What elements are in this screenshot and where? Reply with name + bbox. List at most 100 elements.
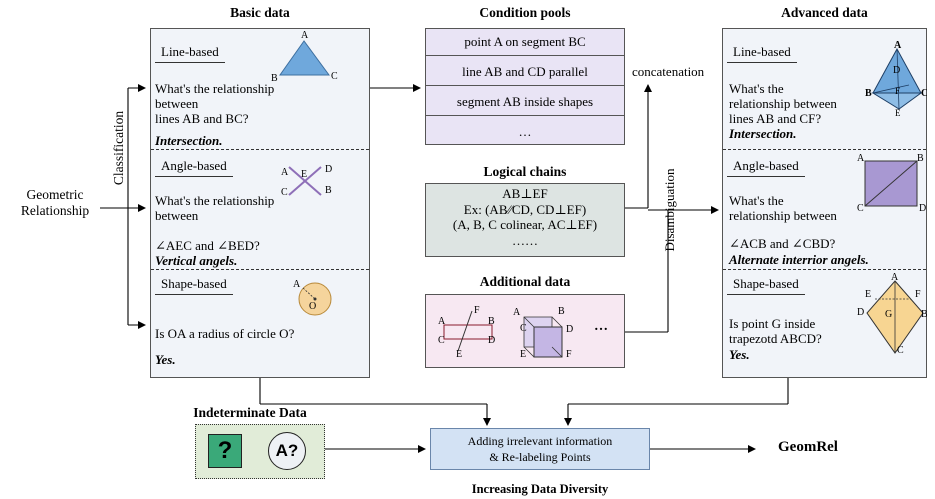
tet-point-a: A <box>894 41 902 51</box>
par-point-b: B <box>488 316 495 327</box>
tetrahedron-figure: A D B F C E <box>865 41 927 117</box>
adv-angle-answer: Alternate interrior angels. <box>729 252 869 267</box>
basic-angle-label: Angle-based <box>155 157 233 177</box>
increasing-diversity-label: Increasing Data Diversity <box>471 482 609 496</box>
x-line-2 <box>288 166 322 196</box>
circle-radius <box>302 287 316 300</box>
basic-line-answer: Intersection. <box>155 133 223 148</box>
cube-figure: A B C D E F <box>513 306 573 360</box>
x-point-d: D <box>325 164 332 175</box>
basic-data-header: Basic data <box>230 5 290 20</box>
geomrel-output: GeomRel <box>778 439 838 455</box>
square-diagonal <box>864 160 918 207</box>
cube-point-a: A <box>513 307 521 318</box>
basic-angle-answer: Vertical angels. <box>155 253 238 268</box>
tet-point-f: F <box>895 86 900 96</box>
logical-line-4: …… <box>512 232 538 248</box>
basic-angle-q1: What's the relationship <box>155 193 275 208</box>
triangle-figure: A B C <box>271 30 338 84</box>
kite-point-d: D <box>857 307 864 318</box>
additional-data-header: Additional data <box>479 274 571 289</box>
tet-bottom <box>871 92 923 110</box>
par-point-f: F <box>474 305 480 316</box>
kite-figure: A E F D G B C <box>857 272 927 356</box>
pool-item: … <box>518 124 532 139</box>
square-figure: A B C D <box>857 153 926 213</box>
tri-point-b: B <box>271 73 278 84</box>
indeterminate-header: Indeterminate Data <box>193 405 307 420</box>
par-point-a: A <box>438 316 446 327</box>
adv-angle-label: Angle-based <box>727 157 805 177</box>
cube-point-f: F <box>566 349 572 360</box>
advanced-data-panel: Line-based A D B F C E What's the relati… <box>722 28 927 378</box>
cube-point-d: D <box>566 324 573 335</box>
sq-point-a: A <box>857 153 865 164</box>
basic-shape-answer: Yes. <box>155 352 176 367</box>
process-line-1: Adding irrelevant information <box>467 434 613 448</box>
logical-line-2: Ex: (AB∕∕CD, CD⊥EF) <box>463 201 587 217</box>
adv-line-label: Line-based <box>727 43 797 63</box>
logical-line-1: AB⊥EF <box>502 186 548 201</box>
logical-line-3: (A, B, C colinear, AC⊥EF) <box>452 217 598 232</box>
a-question-icon: A? <box>268 432 306 470</box>
circle-point-o: O <box>309 301 316 312</box>
basic-angle-q2: between <box>155 208 199 223</box>
question-mark-icon: ? <box>208 434 242 468</box>
adv-line-q1: What's the <box>729 81 784 96</box>
process-line-2: & Re-labeling Points <box>489 450 591 464</box>
adv-angle-q1: What's the <box>729 193 784 208</box>
x-angle-figure: A E D C B <box>281 164 332 198</box>
adv-shape-label: Shape-based <box>727 275 805 295</box>
sq-point-b: B <box>917 153 924 164</box>
basic-shape-q1: Is OA a radius of circle O? <box>155 326 295 341</box>
disambiguation-label: Disambiguation <box>662 168 677 252</box>
basic-shape-label: Shape-based <box>155 275 233 295</box>
logical-chains-header: Logical chains <box>483 164 567 179</box>
adv-line-answer: Intersection. <box>729 126 797 141</box>
pool-item: line AB and CD parallel <box>426 59 624 86</box>
adv-line-q3: lines AB and CF? <box>729 111 822 126</box>
sq-point-d: D <box>919 203 926 213</box>
x-point-e: E <box>301 169 307 180</box>
tet-point-b: B <box>865 88 872 99</box>
classification-label: Classification <box>111 110 126 186</box>
circle-figure: A O <box>293 279 332 316</box>
indeterminate-box: ? A? <box>195 424 325 479</box>
adv-shape-q1: Is point G inside <box>729 316 816 331</box>
tri-point-a: A <box>301 30 309 41</box>
pool-item: point A on segment BC <box>426 29 624 56</box>
basic-angle-q3: ∠AEC and ∠BED? <box>155 238 260 253</box>
kite-point-e: E <box>865 289 871 300</box>
pool-item: segment AB inside shapes <box>426 89 624 116</box>
par-point-d: D <box>488 335 495 346</box>
kite-point-c: C <box>897 345 904 356</box>
sq-point-c: C <box>857 203 864 213</box>
circle-center <box>313 297 317 301</box>
parallel-box <box>443 324 493 340</box>
par-point-e: E <box>456 349 462 360</box>
condition-pools-header: Condition pools <box>479 5 571 20</box>
cube-point-c: C <box>520 323 527 334</box>
adv-shape-q2: trapezotd ABCD? <box>729 331 822 346</box>
basic-line-q1: What's the relationship <box>155 81 275 96</box>
adv-angle-q2: relationship between <box>729 208 837 223</box>
circle-point-a: A <box>293 279 301 290</box>
tri-point-c: C <box>331 71 338 82</box>
advanced-data-header: Advanced data <box>781 5 868 20</box>
process-box: Adding irrelevant information & Re-label… <box>430 428 650 470</box>
cube-point-e: E <box>520 349 526 360</box>
basic-data-panel: Line-based A B C What's the relationship… <box>150 28 370 378</box>
adv-line-q2: relationship between <box>729 96 837 111</box>
triangle-shape <box>279 40 330 76</box>
basic-line-q3: lines AB and BC? <box>155 111 249 126</box>
tet-point-d: D <box>893 65 900 76</box>
additional-ellipsis: … <box>594 319 608 334</box>
tet-point-c: C <box>921 88 927 99</box>
adv-shape-answer: Yes. <box>729 347 750 362</box>
kite-point-f: F <box>915 289 921 300</box>
basic-line-q2: between <box>155 96 199 111</box>
concatenation-label: concatenation <box>632 64 705 79</box>
x-point-b: B <box>325 185 332 196</box>
cube-point-b: B <box>558 306 565 317</box>
transversal-line <box>457 310 473 352</box>
